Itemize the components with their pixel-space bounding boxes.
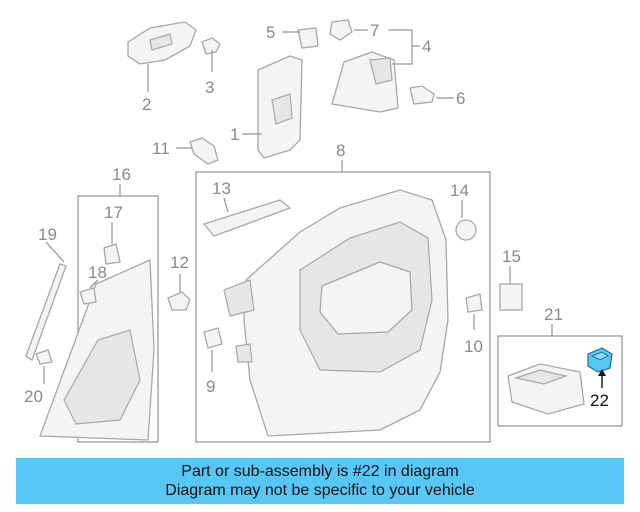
part-4 xyxy=(331,29,420,113)
callout-3: 3 xyxy=(205,78,214,97)
part-20 xyxy=(35,349,53,384)
part-22-highlighted xyxy=(587,347,613,388)
callout-12: 12 xyxy=(170,253,189,272)
callout-11: 11 xyxy=(152,139,170,158)
part-1 xyxy=(242,55,303,159)
part-8 xyxy=(223,189,449,437)
part-13 xyxy=(202,197,292,237)
part-16-box xyxy=(77,195,159,443)
part-18 xyxy=(79,279,99,305)
part-14 xyxy=(455,200,477,241)
part-10 xyxy=(465,293,483,330)
part-6 xyxy=(409,85,454,105)
callout-15: 15 xyxy=(502,247,521,266)
callout-10: 10 xyxy=(464,337,483,356)
callout-14: 14 xyxy=(450,181,469,200)
part-21-box xyxy=(497,335,623,427)
callout-17: 17 xyxy=(104,203,123,222)
callout-18: 18 xyxy=(88,263,107,282)
part-21 xyxy=(507,363,585,415)
callout-13: 13 xyxy=(212,179,231,198)
part-2 xyxy=(127,21,197,92)
callout-7: 7 xyxy=(370,21,379,40)
callout-4: 4 xyxy=(422,37,431,56)
callout-22: 22 xyxy=(590,391,609,410)
callout-1: 1 xyxy=(230,125,239,144)
part-7 xyxy=(329,19,368,41)
part-5 xyxy=(282,27,319,49)
callout-21: 21 xyxy=(544,305,563,324)
info-banner: Part or sub-assembly is #22 in diagram D… xyxy=(16,458,624,504)
callout-9: 9 xyxy=(206,377,215,396)
callout-8: 8 xyxy=(336,141,345,160)
callout-20: 20 xyxy=(24,387,43,406)
part-17 xyxy=(103,222,121,265)
part-9 xyxy=(203,327,223,372)
part-19 xyxy=(25,241,67,362)
part-8-box xyxy=(195,171,491,443)
part-16 xyxy=(39,259,155,441)
part-3 xyxy=(201,37,221,72)
part-15 xyxy=(499,266,523,311)
callout-19: 19 xyxy=(38,225,57,244)
banner-line-1: Part or sub-assembly is #22 in diagram xyxy=(181,463,459,480)
callout-5: 5 xyxy=(266,23,275,42)
part-12 xyxy=(167,274,191,311)
callout-16: 16 xyxy=(112,165,131,184)
callout-6: 6 xyxy=(456,89,465,108)
callout-2: 2 xyxy=(142,95,151,114)
banner-line-2: Diagram may not be specific to your vehi… xyxy=(165,482,475,499)
part-11 xyxy=(176,137,219,165)
